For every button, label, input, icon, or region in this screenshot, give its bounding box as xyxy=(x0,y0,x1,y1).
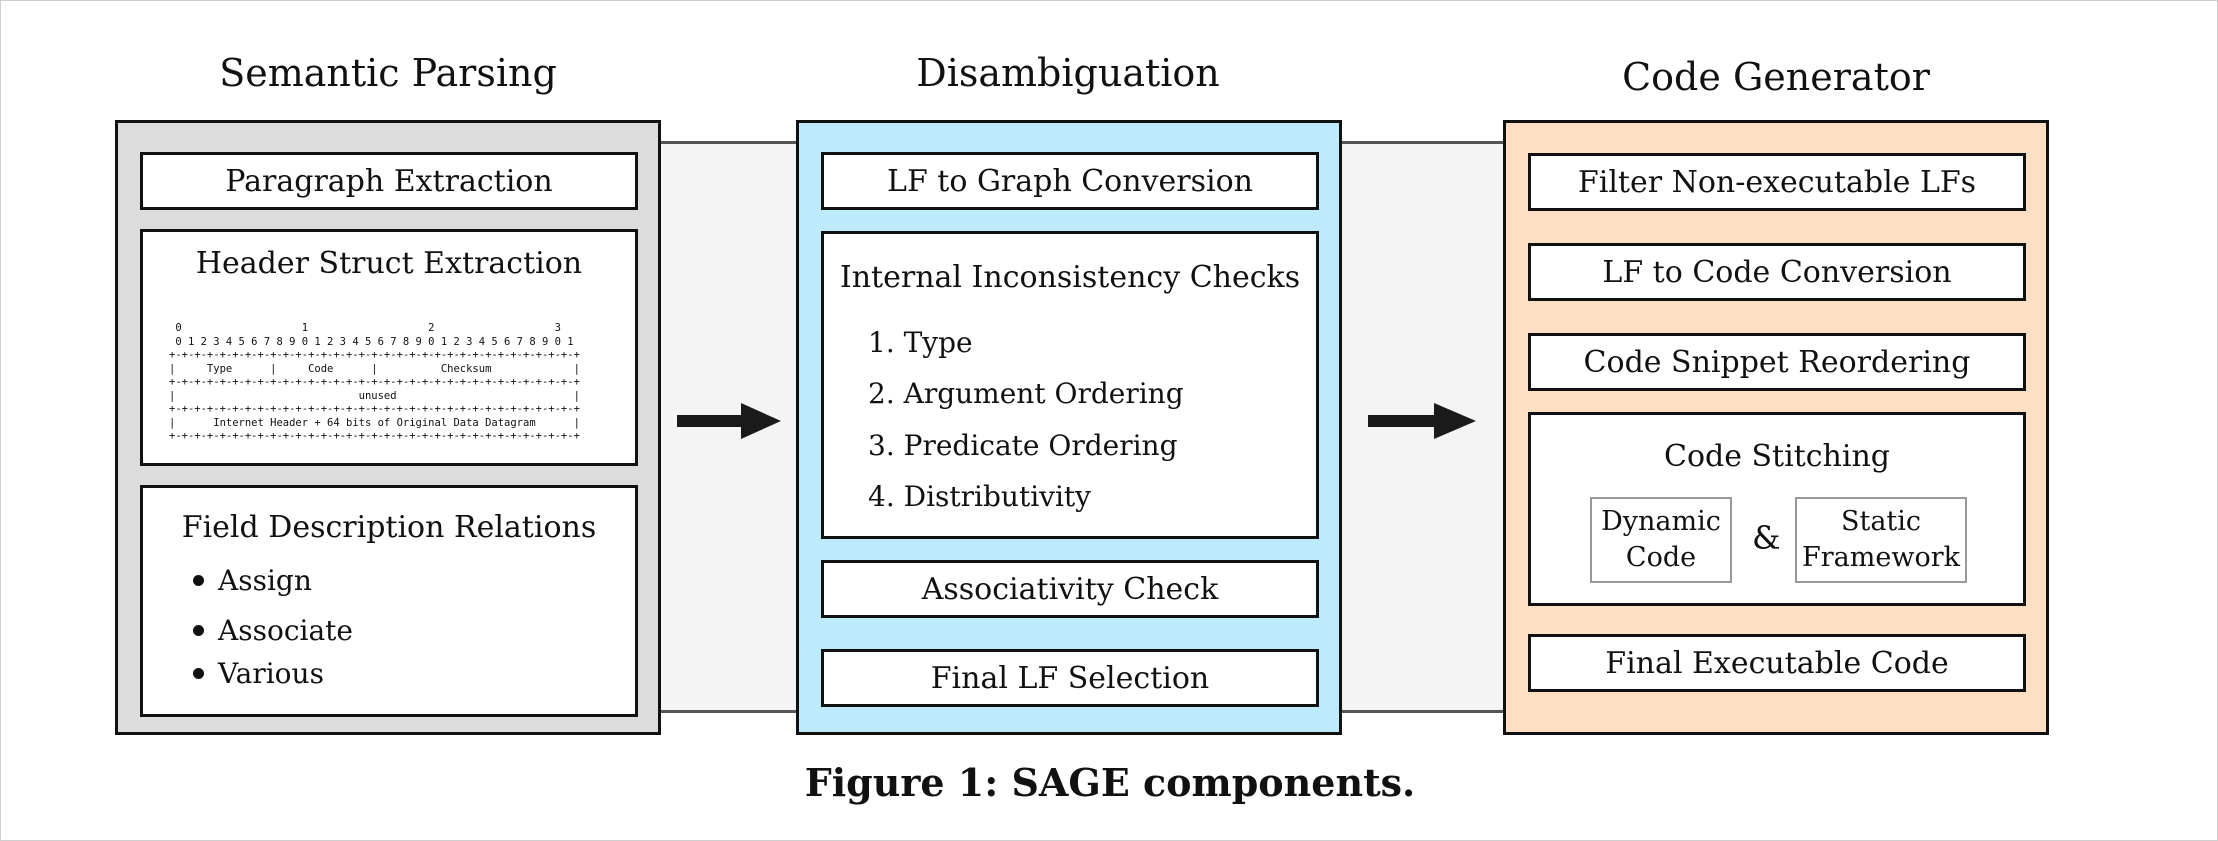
dynamic-code-box: Dynamic Code xyxy=(1590,497,1732,583)
header-struct-line: | Type | Code | Checksum | xyxy=(169,362,580,375)
figure-caption: Figure 1: SAGE components. xyxy=(804,760,1416,805)
bullet-icon xyxy=(193,625,204,636)
header-struct-extraction-box: Header Struct Extraction 0 1 2 3 0 1 2 3… xyxy=(140,229,638,466)
disambiguation-title: Disambiguation xyxy=(916,51,1220,95)
semantic-parsing-title: Semantic Parsing xyxy=(219,51,557,95)
disambiguation-panel: LF to Graph Conversion Internal Inconsis… xyxy=(796,120,1342,735)
dynamic-code-line2: Code xyxy=(1625,542,1697,573)
ampersand-label: & xyxy=(1752,519,1781,557)
internal-checks-box: Internal Inconsistency Checks 1. Type 2.… xyxy=(821,231,1319,539)
snippet-reordering-label: Code Snippet Reordering xyxy=(1583,344,1971,380)
list-item: Assign xyxy=(193,564,312,597)
list-item: 1. Type xyxy=(868,326,973,359)
header-struct-line: | Internet Header + 64 bits of Original … xyxy=(169,416,580,429)
filter-lfs-box: Filter Non-executable LFs xyxy=(1528,153,2026,211)
list-item: 4. Distributivity xyxy=(868,480,1091,513)
list-item: Various xyxy=(193,657,324,690)
code-generator-panel: Filter Non-executable LFs LF to Code Con… xyxy=(1503,120,2049,735)
static-framework-box: Static Framework xyxy=(1795,497,1967,583)
list-item: 2. Argument Ordering xyxy=(868,377,1184,410)
associativity-check-label: Associativity Check xyxy=(921,571,1219,607)
final-code-box: Final Executable Code xyxy=(1528,634,2026,692)
bullet-icon xyxy=(193,668,204,679)
final-lf-selection-label: Final LF Selection xyxy=(930,660,1210,696)
filter-lfs-label: Filter Non-executable LFs xyxy=(1577,164,1977,200)
header-struct-line: +-+-+-+-+-+-+-+-+-+-+-+-+-+-+-+-+-+-+-+-… xyxy=(169,376,580,388)
lf-to-code-label: LF to Code Conversion xyxy=(1602,254,1952,290)
code-stitching-label: Code Stitching xyxy=(1663,439,1890,474)
internal-checks-label: Internal Inconsistency Checks xyxy=(839,260,1301,295)
final-code-label: Final Executable Code xyxy=(1605,645,1949,681)
header-struct-line: +-+-+-+-+-+-+-+-+-+-+-+-+-+-+-+-+-+-+-+-… xyxy=(169,403,580,415)
static-framework-line2: Framework xyxy=(1802,542,1960,573)
snippet-reordering-box: Code Snippet Reordering xyxy=(1528,333,2026,391)
header-struct-line: +-+-+-+-+-+-+-+-+-+-+-+-+-+-+-+-+-+-+-+-… xyxy=(169,430,580,442)
code-stitching-box: Code Stitching Dynamic Code & Static Fra… xyxy=(1528,412,2026,606)
arrow-right-icon xyxy=(1368,403,1476,439)
static-framework-line1: Static xyxy=(1840,506,1922,537)
lf-to-graph-label: LF to Graph Conversion xyxy=(887,163,1253,199)
dynamic-code-line1: Dynamic xyxy=(1601,506,1721,537)
code-generator-title: Code Generator xyxy=(1622,55,1930,99)
list-item: 3. Predicate Ordering xyxy=(868,429,1178,462)
header-struct-line: +-+-+-+-+-+-+-+-+-+-+-+-+-+-+-+-+-+-+-+-… xyxy=(169,349,580,361)
list-item: Associate xyxy=(193,614,353,647)
lf-to-graph-box: LF to Graph Conversion xyxy=(821,152,1319,210)
paragraph-extraction-box: Paragraph Extraction xyxy=(140,152,638,210)
arrow-right-icon xyxy=(677,403,781,439)
lf-to-code-box: LF to Code Conversion xyxy=(1528,243,2026,301)
header-struct-diagram: 0 1 2 3 0 1 2 3 4 5 6 7 8 9 0 1 2 3 4 5 … xyxy=(169,322,580,444)
field-description-relations-label: Field Description Relations xyxy=(181,510,597,545)
semantic-parsing-panel: Paragraph Extraction Header Struct Extra… xyxy=(115,120,661,735)
field-description-relations-box: Field Description Relations Assign Assoc… xyxy=(140,485,638,717)
paragraph-extraction-label: Paragraph Extraction xyxy=(225,163,553,199)
final-lf-selection-box: Final LF Selection xyxy=(821,649,1319,707)
bullet-icon xyxy=(193,575,204,586)
header-struct-line: | unused | xyxy=(169,389,580,402)
associativity-check-box: Associativity Check xyxy=(821,560,1319,618)
header-struct-line: 0 1 2 3 xyxy=(169,322,561,334)
header-struct-extraction-label: Header Struct Extraction xyxy=(195,246,583,281)
header-struct-line: 0 1 2 3 4 5 6 7 8 9 0 1 2 3 4 5 6 7 8 9 … xyxy=(169,335,574,348)
